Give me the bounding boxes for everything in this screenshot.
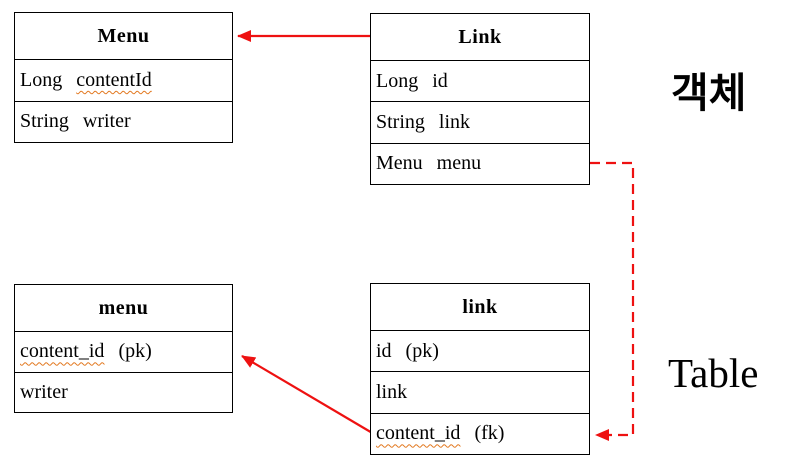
- field-text: Long id: [376, 69, 448, 92]
- class-box-menu: Menu Long contentId String writer: [14, 12, 233, 143]
- field-text: Long: [20, 68, 77, 91]
- field-row-menu-writer: String writer: [15, 102, 232, 143]
- column-text-misspelled: content_id: [376, 422, 461, 445]
- class-box-link: Link Long id String link Menu menu: [370, 13, 590, 185]
- column-row-id-pk: id (pk): [371, 331, 589, 373]
- column-row-link: link: [371, 372, 589, 414]
- field-row-link-link: String link: [371, 102, 589, 144]
- column-row-content-id-pk: content_id (pk): [15, 332, 232, 373]
- class-box-link-title: Link: [371, 14, 589, 61]
- arrow-link-table-fk-to-menu-table-pk: [241, 355, 375, 435]
- table-box-menu-title: menu: [15, 285, 232, 332]
- field-text: String writer: [20, 110, 131, 133]
- field-row-menu-contentid: Long contentId: [15, 60, 232, 102]
- field-row-link-menu: Menu menu: [371, 144, 589, 184]
- arrow-menu-field-to-content-id-fk-dashed: [590, 161, 635, 441]
- column-text: (pk): [104, 340, 152, 363]
- section-label-tables: Table: [668, 350, 759, 396]
- column-text: (fk): [460, 422, 505, 445]
- column-text: link: [376, 380, 408, 403]
- section-label-objects: 객체: [671, 70, 747, 116]
- table-box-link-title: link: [371, 284, 589, 331]
- column-row-content-id-fk: content_id (fk): [371, 414, 589, 454]
- table-box-menu: menu content_id (pk) writer: [14, 284, 233, 413]
- column-text-misspelled: content_id: [20, 340, 105, 363]
- class-box-menu-title: Menu: [15, 13, 232, 60]
- field-text: Menu menu: [376, 152, 482, 175]
- field-row-link-id: Long id: [371, 61, 589, 103]
- column-text: id (pk): [376, 339, 439, 362]
- table-box-link: link id (pk) link content_id (fk): [370, 283, 590, 455]
- field-text: String link: [376, 110, 471, 133]
- column-text: writer: [20, 380, 68, 403]
- column-row-writer: writer: [15, 373, 232, 413]
- field-text-misspelled: contentId: [76, 68, 152, 91]
